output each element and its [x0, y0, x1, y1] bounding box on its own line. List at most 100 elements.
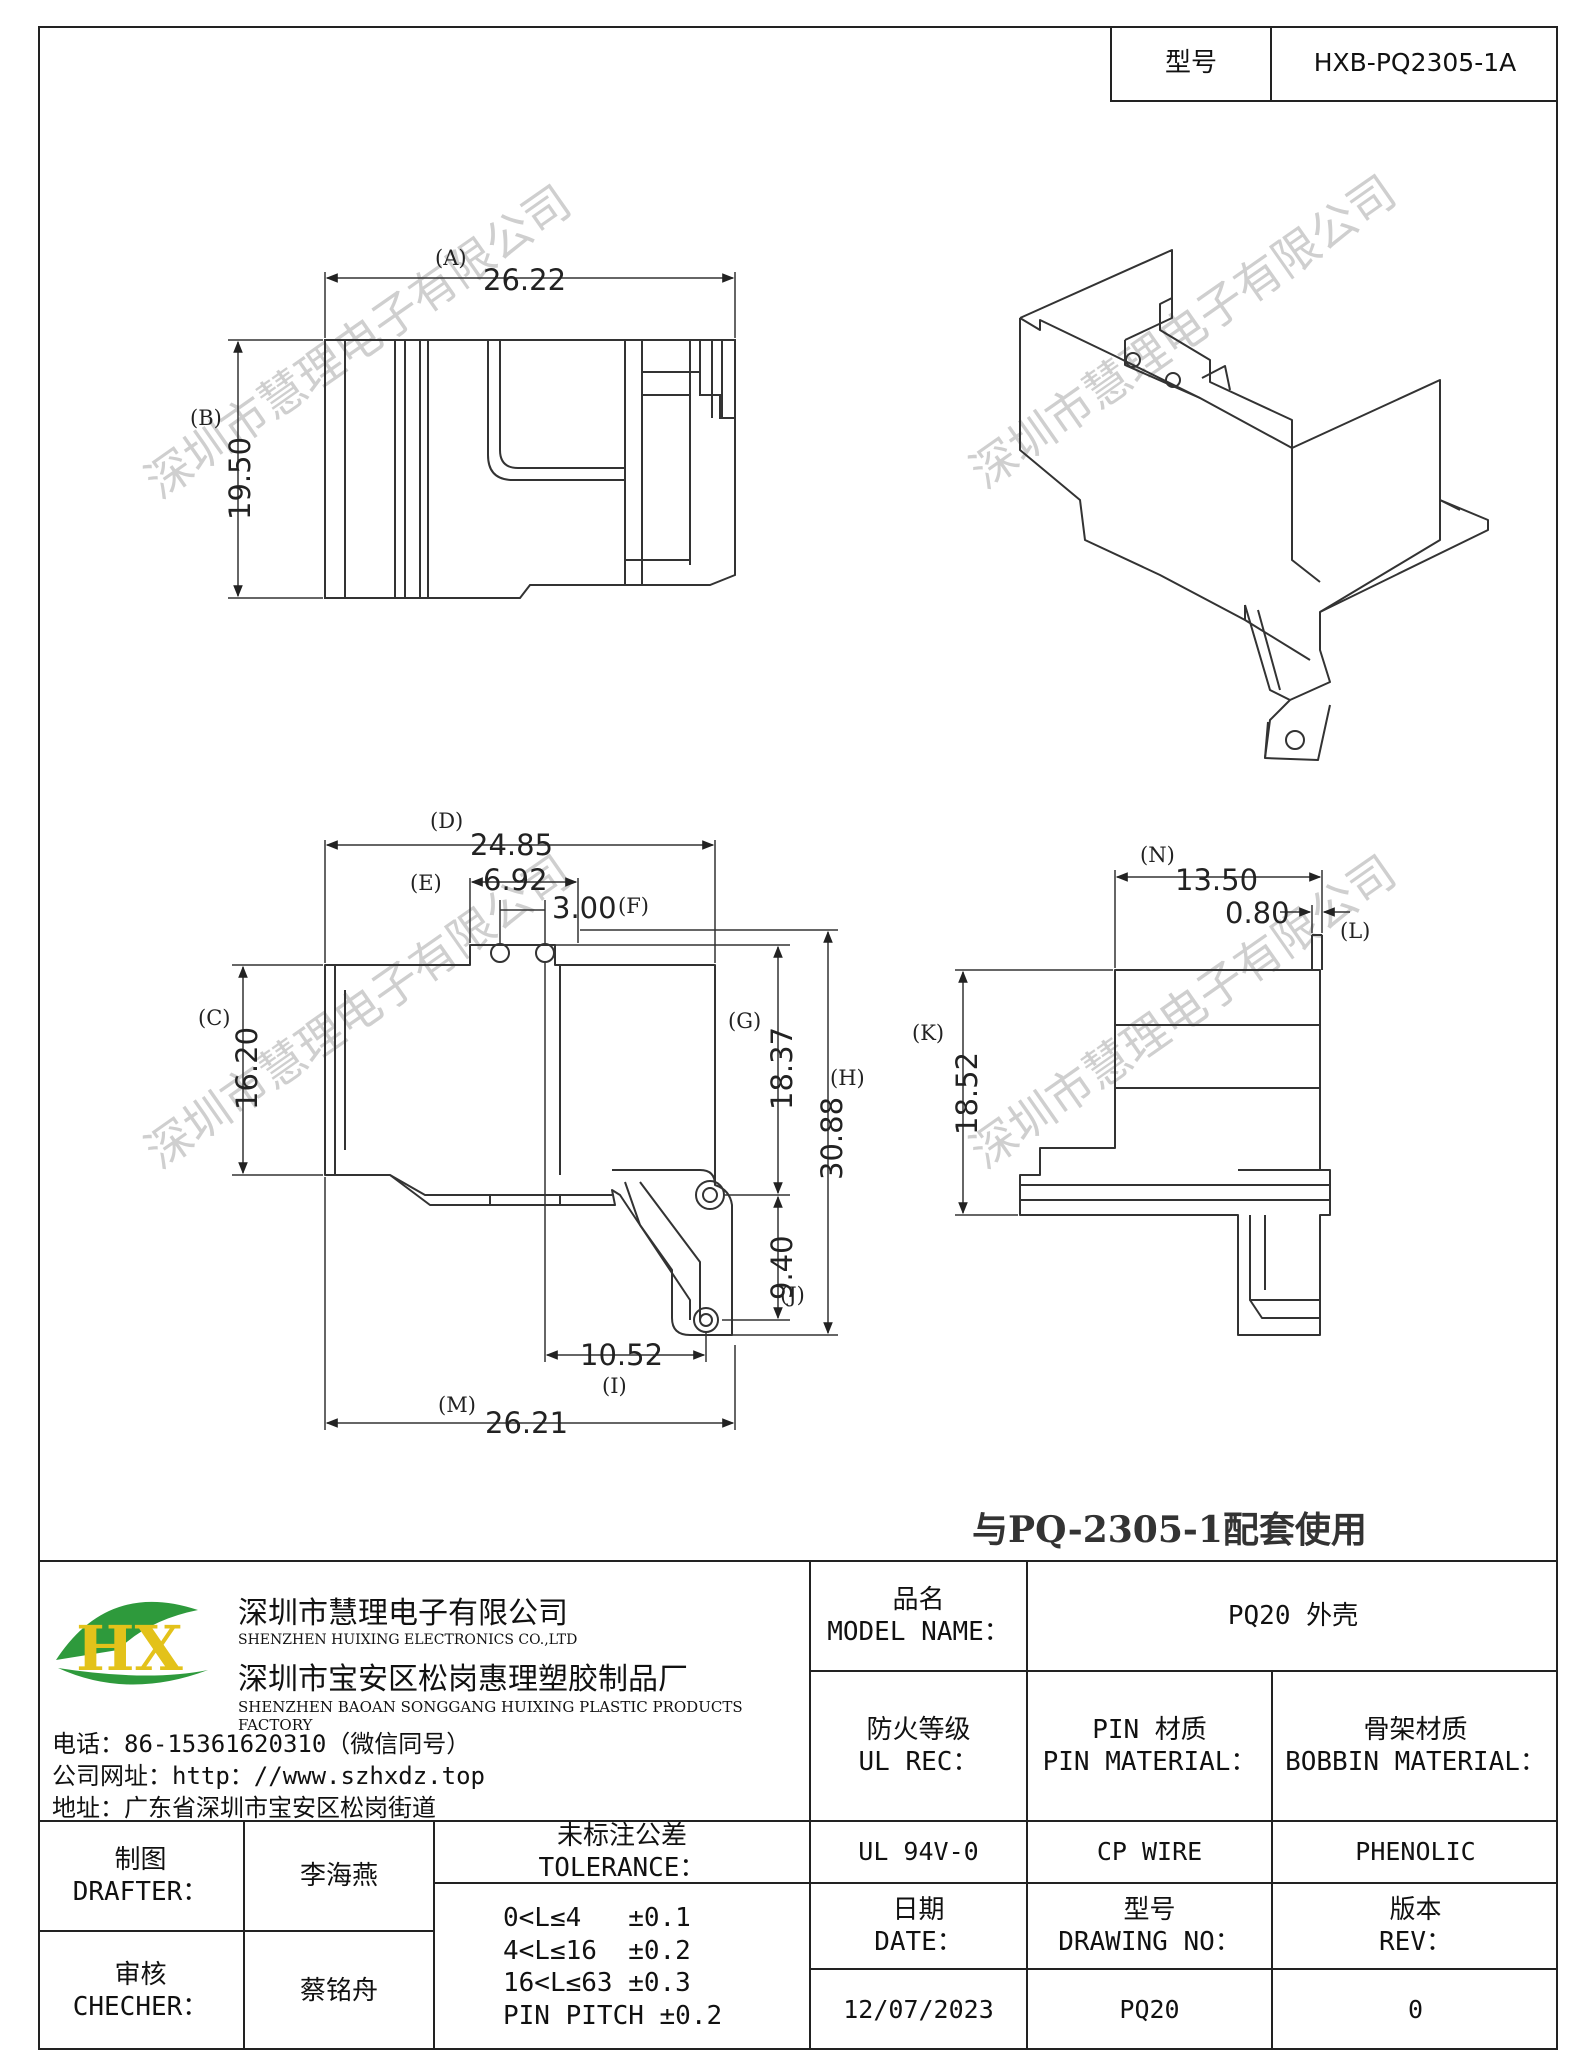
side-dimension-lines: [955, 870, 1350, 1216]
bobbin-label-cell: 骨架材质 BOBBIN MATERIAL：: [1273, 1672, 1558, 1820]
plan-dimension-lines: [232, 840, 838, 1430]
drawing-en: DRAWING NO：: [1058, 1927, 1241, 1957]
tolerance-rows-cell: 0<L≤4 ±0.1 4<L≤16 ±0.2 16<L≤63 ±0.3 PIN …: [435, 1884, 811, 2050]
tolerance-row: PIN PITCH ±0.2: [503, 2000, 723, 2031]
plan-dimension-text: (D) 24.85 (E) 6.92 3.00 (F) (C) 16.20 (G…: [198, 809, 865, 1440]
tolerance-header-cell: 未标注公差 TOLERANCE：: [435, 1820, 811, 1884]
dim-J-value: 9.40: [765, 1235, 799, 1300]
dim-N-value: 13.50: [1175, 863, 1258, 897]
model-name-label-cell: 品名 MODEL NAME：: [811, 1560, 1028, 1672]
checker-label-cell: 审核 CHECHER：: [38, 1932, 245, 2050]
drafter-cn: 制图: [114, 1844, 167, 1875]
rev-label-cell: 版本 REV：: [1273, 1884, 1558, 1970]
dim-D-value: 24.85: [470, 828, 553, 862]
technical-drawing: 深圳市慧理电子有限公司 深圳市慧理电子有限公司 深圳市慧理电子有限公司 深圳市慧…: [135, 165, 1489, 1551]
dim-D-tag: (D): [430, 809, 463, 833]
dim-B: (B) 19.50: [190, 339, 323, 599]
model-name-cn: 品名: [892, 1584, 945, 1615]
drawing-label-cell: 型号 DRAWING NO：: [1028, 1884, 1273, 1970]
usage-note: 与PQ-2305-1配套使用: [972, 1509, 1367, 1551]
dim-A: (A) 26.22: [324, 246, 736, 338]
fire-en: UL REC：: [858, 1747, 979, 1777]
watermark-text: 深圳市慧理电子有限公司: [960, 165, 1405, 499]
title-block-lower: 制图 DRAFTER： 李海燕 审核 CHECHER： 蔡铭舟 未标注公差 TO…: [38, 1820, 1558, 2050]
dim-K-tag: (K): [912, 1021, 944, 1045]
company-name-cn: 深圳市慧理电子有限公司: [238, 1596, 568, 1631]
fire-label-cell: 防火等级 UL REC：: [811, 1672, 1028, 1820]
tolerance-en: TOLERANCE：: [538, 1853, 706, 1883]
dim-C-value: 16.20: [230, 1027, 264, 1110]
model-name-en: MODEL NAME：: [827, 1617, 1010, 1647]
view-plan: [324, 943, 733, 1336]
dim-F-tag: (F): [618, 894, 649, 918]
tolerance-row: 0<L≤4 ±0.1: [503, 1903, 691, 1933]
date-value: 12/07/2023: [811, 1970, 1028, 2050]
fire-value: UL 94V-0: [811, 1822, 1028, 1884]
header-model-label: 型号: [1112, 26, 1272, 100]
dim-M-tag: (M): [438, 1393, 476, 1417]
tolerance-row: 16<L≤63 ±0.3: [503, 1968, 691, 1998]
dim-G-tag: (G): [728, 1009, 761, 1033]
logo-letters: HX: [76, 1612, 184, 1685]
title-block: HX 深圳市慧理电子有限公司 SHENZHEN HUIXING ELECTRON…: [38, 1560, 1558, 2050]
pin-en: PIN MATERIAL：: [1042, 1747, 1257, 1777]
company-address: 地址：广东省深圳市宝安区松岗街道: [52, 1794, 436, 1822]
view-side: [1019, 934, 1331, 1336]
checker-cn: 审核: [114, 1959, 167, 1990]
model-name-value: PQ20 外壳: [1028, 1560, 1558, 1672]
checker-value: 蔡铭舟: [245, 1932, 435, 2050]
drawing-cn: 型号: [1123, 1894, 1176, 1925]
fire-cn: 防火等级: [866, 1714, 971, 1745]
bobbin-cn: 骨架材质: [1363, 1714, 1468, 1745]
dim-H-value: 30.88: [815, 1097, 849, 1180]
dim-K-value: 18.52: [950, 1052, 984, 1135]
dim-E-value: 6.92: [483, 863, 548, 897]
date-label-cell: 日期 DATE：: [811, 1884, 1028, 1970]
drafter-label-cell: 制图 DRAFTER：: [38, 1822, 245, 1932]
company-name-en: SHENZHEN HUIXING ELECTRONICS CO.,LTD: [238, 1632, 578, 1648]
company-panel: HX 深圳市慧理电子有限公司 SHENZHEN HUIXING ELECTRON…: [38, 1560, 811, 1822]
company-website: 公司网址：http：//www.szhxdz.top: [52, 1762, 485, 1790]
bobbin-en: BOBBIN MATERIAL：: [1285, 1747, 1546, 1777]
dim-F-value: 3.00: [552, 891, 617, 925]
dim-I-tag: (I): [602, 1374, 627, 1398]
rev-cn: 版本: [1389, 1894, 1442, 1925]
dim-H-tag: (H): [830, 1066, 865, 1090]
dim-N-tag: (N): [1140, 843, 1175, 867]
watermark-text: 深圳市慧理电子有限公司: [135, 175, 580, 509]
drafter-value: 李海燕: [245, 1822, 435, 1932]
rev-en: REV：: [1379, 1927, 1452, 1957]
tolerance-row: 4<L≤16 ±0.2: [503, 1935, 691, 1966]
dim-E-tag: (E): [410, 871, 442, 895]
view-front-top: [324, 339, 736, 599]
date-en: DATE：: [874, 1927, 963, 1957]
bobbin-value: PHENOLIC: [1273, 1822, 1558, 1884]
header-model-value: HXB-PQ2305-1A: [1313, 48, 1517, 78]
drawing-frame: [38, 26, 1558, 2050]
rev-value: 0: [1407, 1995, 1424, 2025]
dim-L-value: 0.80: [1225, 896, 1290, 930]
dim-M-value: 26.21: [485, 1406, 568, 1440]
pin-label-cell: PIN 材质 PIN MATERIAL：: [1028, 1672, 1273, 1820]
dim-L-tag: (L): [1340, 919, 1370, 943]
factory-name-en: SHENZHEN BAOAN SONGGANG HUIXING PLASTIC …: [238, 1698, 743, 1734]
company-logo: HX: [48, 1590, 218, 1700]
drawing-value: PQ20: [1028, 1970, 1273, 2050]
dim-B-value: 19.50: [223, 437, 257, 520]
date-cn: 日期: [892, 1894, 945, 1925]
header-model-box: 型号 HXB-PQ2305-1A: [1110, 26, 1558, 102]
dim-C-tag: (C): [198, 1006, 230, 1030]
dim-A-tag: (A): [435, 246, 467, 270]
tolerance-cn: 未标注公差: [556, 1820, 687, 1851]
drafter-en: DRAFTER：: [72, 1877, 209, 1907]
side-dimension-text: (N) 13.50 0.80 (L) (K) 18.52: [912, 843, 1370, 1135]
dim-B-tag: (B): [190, 406, 222, 430]
view-isometric: [1019, 249, 1489, 761]
checker-en: CHECHER：: [72, 1992, 209, 2022]
pin-cn: PIN 材质: [1092, 1714, 1207, 1745]
dim-I-value: 10.52: [580, 1338, 663, 1372]
factory-name-cn: 深圳市宝安区松岗惠理塑胶制品厂: [238, 1662, 688, 1697]
pin-value: CP WIRE: [1028, 1822, 1273, 1884]
dim-G-value: 18.37: [765, 1027, 799, 1110]
dim-J-tag: (J): [780, 1283, 805, 1307]
